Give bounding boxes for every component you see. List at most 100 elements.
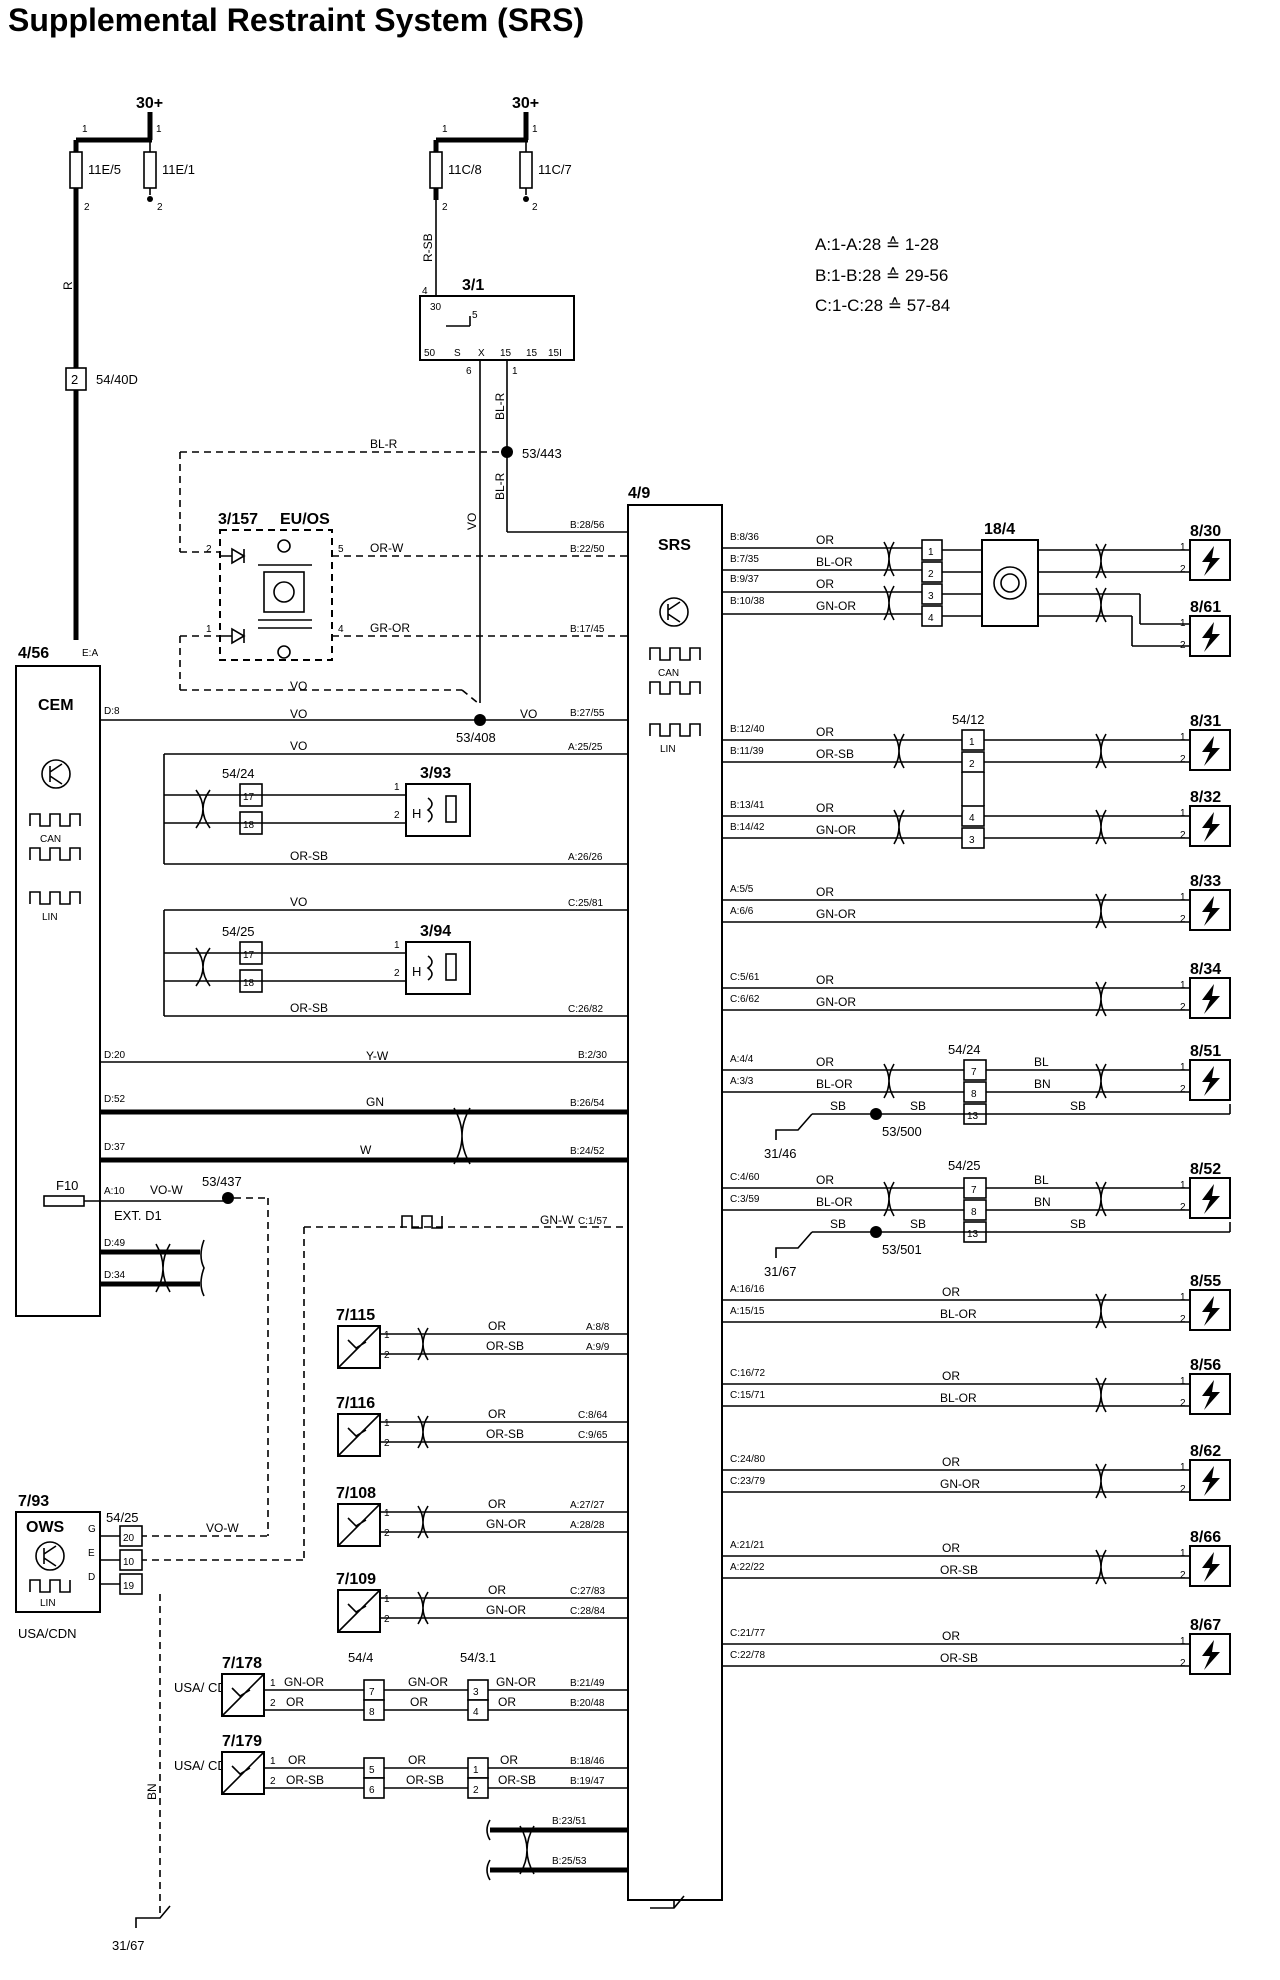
svg-text:A:26/26: A:26/26 [568,852,603,863]
igniter-pin: 2 [1180,914,1186,925]
svg-text:USA/ CDN: USA/ CDN [174,1758,236,1773]
wire-color: VO-W [206,1521,239,1535]
svg-text:8: 8 [369,1707,375,1718]
lightning-icon [1202,622,1220,652]
svg-text:1: 1 [270,1756,276,1767]
svg-text:OR: OR [816,1055,834,1069]
igniter-pin: 2 [1180,1398,1186,1409]
svg-text:BN: BN [1034,1077,1051,1091]
wire-color: BL-R [370,437,398,451]
wire-color: R-SB [421,233,435,262]
buckle-switch-3-93: 54/24 17 18 3/93 H 1 2 [222,765,471,837]
svg-text:GN-OR: GN-OR [816,907,856,921]
svg-text:SB: SB [830,1099,846,1113]
svg-text:D:52: D:52 [104,1094,126,1105]
wire-color: VO-W [150,1183,183,1197]
svg-text:B:22/50: B:22/50 [570,544,605,555]
igniter-pin: 2 [1180,640,1186,651]
svg-text:A:16/16: A:16/16 [730,1284,765,1295]
crash-sensor-7-179: 7/179 USA/ CDN 1 2 OR OR-SB OR OR-SB OR … [174,1733,628,1795]
connector-54-4: 54/4 7 8 5 6 [348,1650,385,1799]
svg-text:5: 5 [338,544,344,555]
svg-text:7/178: 7/178 [222,1655,262,1672]
svg-text:E: E [88,1548,95,1559]
igniter-label: 8/55 [1190,1273,1221,1290]
svg-text:4: 4 [338,624,344,635]
legend-line-a: A:1-A:28 ≙ 1-28 [815,235,939,254]
svg-text:OR-SB: OR-SB [486,1339,524,1353]
connector-54-3-1: 54/3.1 3 4 1 2 [460,1650,496,1799]
svg-text:2: 2 [384,1350,390,1361]
svg-text:1: 1 [394,782,400,793]
svg-text:F10: F10 [56,1178,78,1193]
svg-text:GN-OR: GN-OR [816,995,856,1009]
svg-text:BL: BL [1034,1055,1049,1069]
igniter-pin: 2 [1180,1084,1186,1095]
svg-text:C:25/81: C:25/81 [568,898,603,909]
svg-text:31/67: 31/67 [112,1938,145,1953]
crash-sensor-7-178: 7/178 USA/ CDN 1 2 GN-OR OR GN-OR OR GN-… [174,1655,628,1717]
svg-text:OR: OR [488,1319,506,1333]
svg-text:BL-OR: BL-OR [816,1195,853,1209]
igniter-pin: 1 [1180,1376,1186,1387]
svg-text:B:9/37: B:9/37 [730,574,759,585]
svg-text:X: X [478,348,485,359]
module-name: SRS [658,537,691,554]
svg-text:30: 30 [430,302,442,313]
svg-text:D:37: D:37 [104,1142,126,1153]
svg-text:7/179: 7/179 [222,1733,262,1750]
svg-text:GN-OR: GN-OR [408,1675,448,1689]
svg-text:54/4: 54/4 [348,1650,373,1665]
svg-text:GN-OR: GN-OR [940,1477,980,1491]
fuse-label: 11C/8 [448,162,482,177]
svg-text:GN-OR: GN-OR [496,1675,536,1689]
svg-text:A:8/8: A:8/8 [586,1322,610,1333]
wire-color: VO [520,707,537,721]
splice-53-408 [474,714,486,726]
svg-text:10: 10 [123,1557,135,1568]
igniter-label: 8/61 [1190,599,1221,616]
svg-text:C:4/60: C:4/60 [730,1172,760,1183]
wire-color: OR-W [370,541,404,555]
igniter-pin: 1 [1180,1636,1186,1647]
svg-text:3: 3 [928,591,934,602]
svg-text:OR: OR [286,1695,304,1709]
lightning-icon [1202,1066,1220,1096]
svg-text:LIN: LIN [660,744,676,755]
svg-text:2: 2 [532,202,538,213]
wire-color: VO [290,707,307,721]
svg-text:OR: OR [408,1753,426,1767]
svg-text:A:25/25: A:25/25 [568,742,603,753]
lightning-icon [1202,1640,1220,1670]
svg-text:54/3.1: 54/3.1 [460,1650,496,1665]
svg-text:BL: BL [1034,1173,1049,1187]
svg-text:BL-OR: BL-OR [816,555,853,569]
svg-text:A:6/6: A:6/6 [730,906,754,917]
svg-text:5: 5 [472,310,478,321]
svg-text:USA/ CDN: USA/ CDN [174,1680,236,1695]
svg-text:D: D [88,1572,95,1583]
splice-label: 53/437 [202,1174,242,1189]
ignition-switch: 3/1 4 30 5 50 S X 15 15 15I 6 1 [419,277,575,377]
ows-module: 7/93 OWS LIN USA/CDN G E D 54/25 20 10 1… [15,1493,143,1641]
igniter-label: 8/52 [1190,1161,1221,1178]
svg-text:8: 8 [971,1207,977,1218]
igniter-pin: 2 [1180,1002,1186,1013]
wire-color: OR-SB [290,849,328,863]
svg-text:SB: SB [910,1099,926,1113]
svg-text:OR: OR [816,533,834,547]
svg-text:7: 7 [971,1185,977,1196]
lightning-icon [1202,736,1220,766]
svg-text:17: 17 [243,792,255,803]
svg-text:C:5/61: C:5/61 [730,972,760,983]
svg-text:B:19/47: B:19/47 [570,1776,605,1787]
wire-color: GR-OR [370,621,410,635]
